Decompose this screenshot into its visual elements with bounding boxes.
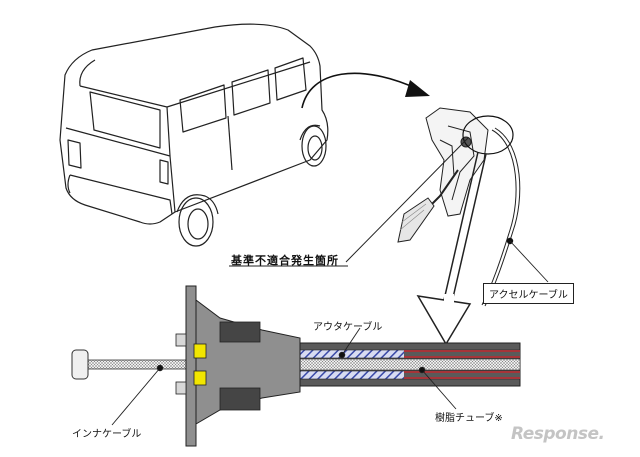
accelerator-cable-line (481, 127, 521, 307)
outer-cable-label: アウタケーブル (313, 322, 383, 333)
washer-top (193, 343, 207, 359)
cross-section-leaders (111, 327, 457, 426)
inner-cable-label: インナケーブル (72, 429, 142, 440)
cable-cross-section (71, 285, 521, 447)
accelerator-cable-leader (509, 240, 549, 283)
grommet-insert-bottom (219, 387, 261, 411)
accelerator-cable-label: アクセルケーブル (483, 283, 574, 304)
accelerator-pedal-assembly (397, 107, 489, 243)
response-watermark-logo: Response. (511, 424, 605, 444)
zoom-arrow (416, 151, 487, 346)
van-illustration (59, 23, 329, 247)
inner-cable-exposed (85, 359, 195, 370)
grommet-insert-top (219, 321, 261, 343)
defect-location-label: 基準不適合発生箇所 (231, 254, 339, 267)
defect-highlight-circle (462, 115, 514, 155)
resin-tube-label: 樹脂チューブ※ (435, 413, 503, 424)
watermark-text: Response. (511, 424, 605, 444)
washer-bottom (193, 370, 207, 386)
grommet (185, 285, 301, 447)
inner-cable-end-fitting (71, 349, 89, 380)
bolt-top (175, 333, 187, 347)
pointer-arrow-van-to-pedal (301, 72, 430, 109)
bolt-bottom (175, 381, 187, 395)
defect-leader-line (345, 137, 469, 263)
